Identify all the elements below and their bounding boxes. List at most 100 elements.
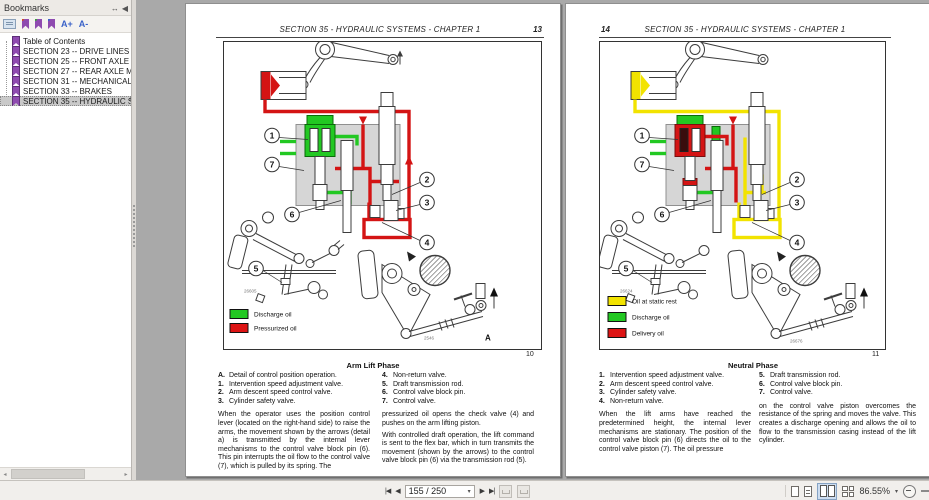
section-title: Neutral Phase — [727, 361, 779, 370]
zoom-dropdown-caret-icon[interactable]: ▾ — [894, 488, 898, 495]
section-title: Arm Lift Phase — [346, 361, 400, 370]
next-view-button[interactable] — [517, 484, 531, 498]
photo-id: 26676 — [790, 339, 803, 344]
body-paragraph: When the operator uses the position cont… — [218, 411, 370, 470]
svg-text:1: 1 — [270, 131, 275, 141]
body-paragraph: pressurized oil opens the check valve (4… — [382, 411, 534, 427]
legend-label: Discharge oil — [254, 312, 292, 319]
scroll-left-icon[interactable]: ◂ — [3, 471, 7, 478]
ref-text: Draft transmission rod. — [393, 380, 464, 388]
figure-box: 1 7 6 2 3 4 5 Discharge oil Pressurized … — [223, 41, 542, 350]
photo-id: 26624 — [620, 289, 633, 294]
ref-number: 1. — [218, 380, 224, 388]
ref-number: 4. — [382, 372, 388, 379]
bookmark-options-icon[interactable] — [3, 19, 16, 29]
ref-text: Intervention speed adjustment valve. — [229, 380, 344, 388]
zoom-out-icon[interactable] — [903, 484, 916, 498]
decrease-text-size-button[interactable]: A- — [78, 19, 89, 29]
scroll-right-icon[interactable]: ▸ — [124, 471, 128, 478]
ref-number: 6. — [759, 380, 765, 388]
legend-swatch-delivery — [607, 328, 627, 338]
page-header: SECTION 35 - HYDRAULIC SYSTEMS - CHAPTER… — [599, 25, 891, 38]
panel-collapse-icon[interactable]: ◀ — [121, 3, 128, 13]
svg-text:2: 2 — [425, 175, 430, 185]
bookmark-icon — [12, 76, 20, 86]
prev-page-button[interactable]: ◀ — [395, 488, 400, 495]
increase-text-size-button[interactable]: A+ — [61, 19, 73, 29]
text-column-left: A.Detail of control position operation. … — [218, 372, 370, 472]
previous-view-button[interactable] — [499, 484, 513, 498]
page-number: 14 — [601, 25, 610, 34]
panel-expand-icon[interactable]: ↔ — [110, 3, 119, 13]
ref-text: Control valve. — [770, 389, 813, 397]
bookmark-label: SECTION 23 -- DRIVE LINES — [23, 46, 130, 56]
ref-number: 3. — [599, 389, 605, 397]
sidebar-item-section23[interactable]: SECTION 23 -- DRIVE LINES — [0, 46, 131, 56]
ref-number: 2. — [218, 389, 224, 397]
sidebar-item-toc[interactable]: Table of Contents — [0, 36, 131, 46]
svg-text:3: 3 — [425, 198, 430, 208]
bookmark-label: SECTION 35 -- HYDRAULIC SYSTEMS — [23, 96, 131, 106]
legend-swatch-pressurized — [229, 323, 249, 333]
bookmark-icon — [12, 66, 20, 76]
ref-text: Non-return valve. — [610, 397, 664, 405]
ref-number: A. — [218, 372, 225, 379]
ref-number: 4. — [599, 397, 605, 405]
expand-bookmark-icon[interactable] — [22, 19, 29, 29]
zoom-slider[interactable] — [921, 490, 929, 492]
bookmarks-panel: Bookmarks ↔ ◀ A+ A- Table of Contents SE… — [0, 0, 132, 480]
page-number-field[interactable]: 155 / 250 ▾ — [404, 484, 475, 498]
ref-text: Cylinder safety valve. — [229, 397, 296, 405]
photo-id: 2546 — [424, 336, 435, 341]
bookmarks-toolbar: A+ A- — [0, 16, 131, 33]
page-number: 13 — [533, 25, 542, 34]
bookmark-icon — [12, 46, 20, 56]
two-page-view-button-active[interactable] — [817, 482, 838, 500]
text-column-right: 4.Non-return valve. 5.Draft transmission… — [382, 372, 534, 466]
sidebar-item-section25[interactable]: SECTION 25 -- FRONT AXLE MECHANIC — [0, 56, 131, 66]
sidebar-item-section31[interactable]: SECTION 31 -- MECHANICAL POWER — [0, 76, 131, 86]
pdf-page-14: SECTION 35 - HYDRAULIC SYSTEMS - CHAPTER… — [565, 3, 929, 477]
sidebar-item-section33[interactable]: SECTION 33 -- BRAKES — [0, 86, 131, 96]
two-page-continuous-view-button[interactable] — [842, 485, 855, 497]
ref-text: Cylinder safety valve. — [610, 389, 677, 397]
svg-text:4: 4 — [425, 238, 430, 248]
svg-text:7: 7 — [270, 160, 275, 170]
svg-text:7: 7 — [640, 160, 645, 170]
document-canvas[interactable]: SECTION 35 - HYDRAULIC SYSTEMS - CHAPTER… — [136, 0, 929, 480]
first-page-button[interactable]: |◀ — [385, 488, 391, 495]
dropdown-caret-icon[interactable]: ▾ — [467, 488, 471, 495]
sidebar-item-section35-selected[interactable]: SECTION 35 -- HYDRAULIC SYSTEMS — [0, 96, 131, 106]
ref-number: 2. — [599, 380, 605, 388]
photo-id: 26605 — [244, 289, 257, 294]
add-bookmark-icon[interactable] — [35, 19, 42, 29]
scrollbar-thumb[interactable] — [11, 469, 85, 479]
next-page-button[interactable]: ▶ — [479, 488, 485, 495]
panel-resize-handle[interactable] — [132, 0, 136, 480]
continuous-view-button[interactable] — [804, 485, 813, 497]
page-navigation: |◀ ◀ 155 / 250 ▾ ▶ ▶| — [385, 481, 531, 500]
legend-swatch-discharge — [607, 312, 627, 322]
bookmarks-panel-title: Bookmarks — [4, 3, 50, 13]
single-page-view-button[interactable] — [791, 485, 800, 497]
page-number-value: 155 / 250 — [408, 486, 447, 496]
detail-label: A — [485, 334, 491, 343]
page-header: SECTION 35 - HYDRAULIC SYSTEMS - CHAPTER… — [216, 25, 544, 38]
sidebar-item-section27[interactable]: SECTION 27 -- REAR AXLE MECHANIC — [0, 66, 131, 76]
page-glyph — [819, 485, 827, 497]
ref-number: 7. — [759, 389, 765, 397]
bookmark-label: SECTION 27 -- REAR AXLE MECHANIC — [23, 66, 131, 76]
zoom-level-value[interactable]: 86.55% — [859, 486, 890, 496]
sidebar-horizontal-scrollbar[interactable]: ◂ ▸ — [0, 467, 131, 480]
last-page-button[interactable]: ▶| — [488, 488, 495, 495]
svg-text:3: 3 — [795, 198, 800, 208]
legend-swatch-discharge — [229, 309, 249, 319]
bookmark-icon — [12, 56, 20, 66]
ref-text: Detail of control position operation. — [229, 372, 337, 379]
ref-text: Control valve block pin. — [393, 389, 466, 397]
legend-label: Delivery oil — [632, 331, 664, 338]
bookmark-settings-icon[interactable] — [48, 19, 55, 29]
bookmark-icon — [12, 96, 20, 106]
figure-number: 11 — [872, 351, 880, 358]
